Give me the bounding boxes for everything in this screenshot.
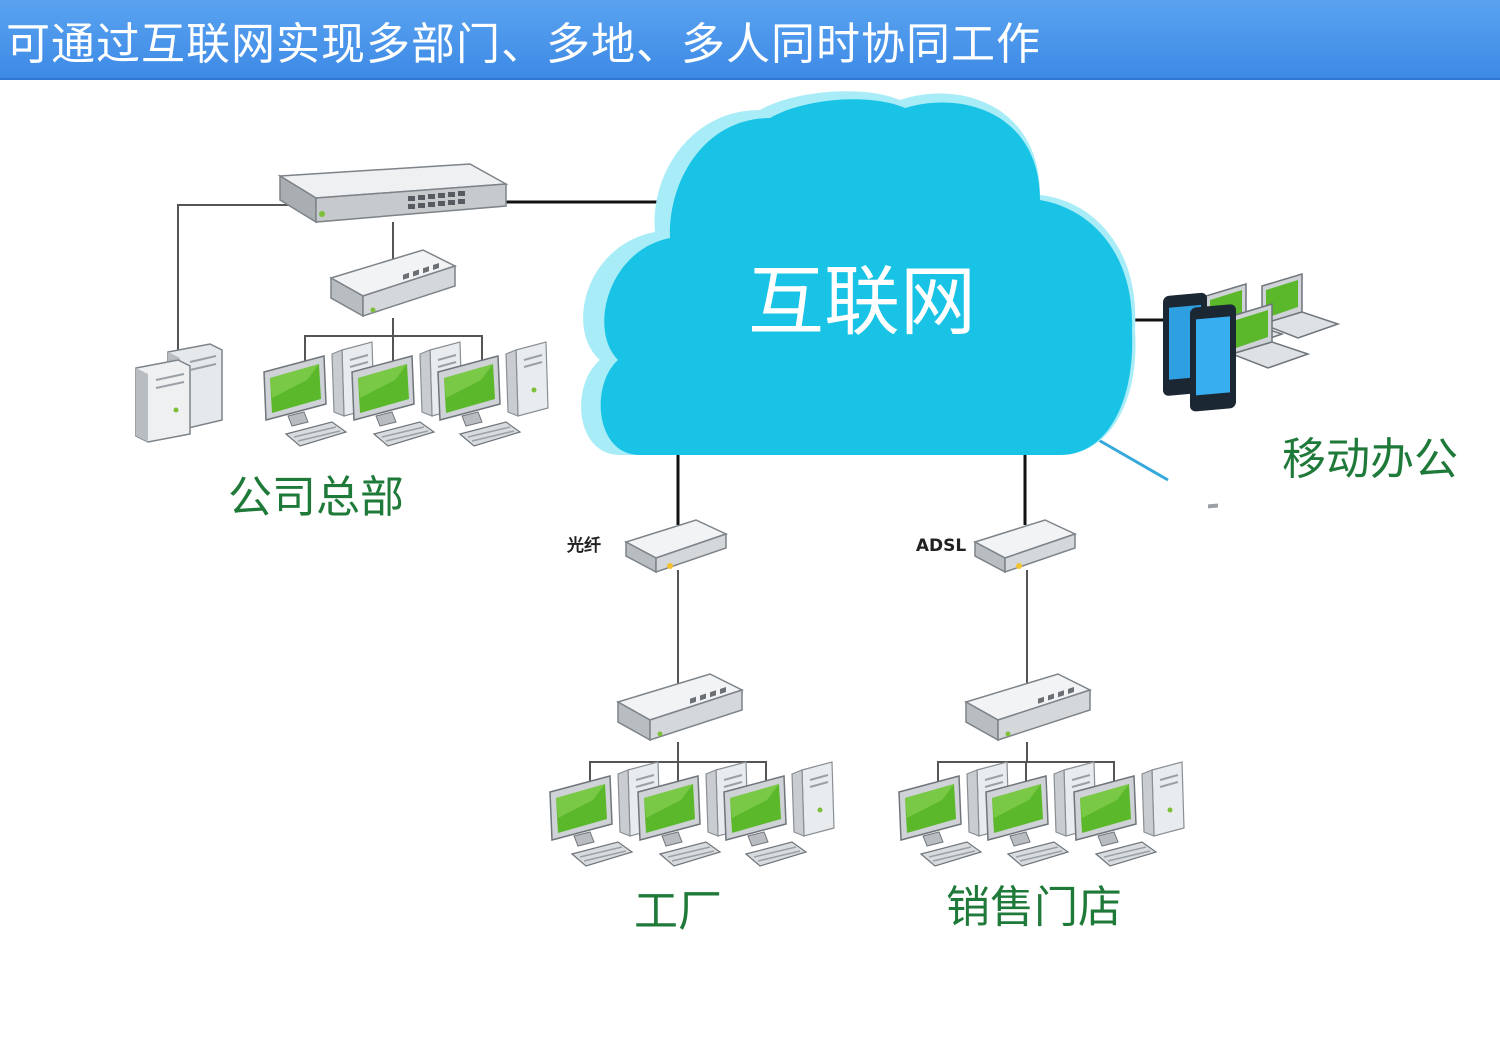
- mobile-label: 移动办公: [1282, 434, 1458, 485]
- servers: [135, 343, 223, 443]
- store-modem: [974, 519, 1076, 573]
- factory-site: 光纤 工厂: [549, 519, 835, 937]
- factory-link-label: 光纤: [566, 535, 601, 556]
- mobile-site: 移动办公: [1163, 273, 1458, 509]
- page-title: 可通过互联网实现多部门、多地、多人同时协同工作: [6, 19, 1041, 70]
- factory-hub: [617, 673, 743, 741]
- factory-label: 工厂: [634, 886, 722, 937]
- store-label: 销售门店: [946, 882, 1122, 933]
- laptop-2: [1261, 273, 1339, 339]
- store-link-label: ADSL: [916, 536, 967, 556]
- cloud-label: 互联网: [748, 257, 976, 346]
- store-site: ADSL 销售门店: [898, 519, 1185, 933]
- internet-cloud: 互联网: [581, 91, 1136, 456]
- store-hub: [965, 673, 1091, 741]
- factory-modem: [625, 519, 727, 573]
- hq-hub: [330, 249, 456, 317]
- header-banner: 可通过互联网实现多部门、多地、多人同时协同工作: [0, 0, 1500, 80]
- hq-site: 公司总部: [135, 163, 549, 523]
- hq-label: 公司总部: [228, 472, 404, 523]
- main-switch: [277, 163, 509, 224]
- phone-icons: [1163, 292, 1236, 509]
